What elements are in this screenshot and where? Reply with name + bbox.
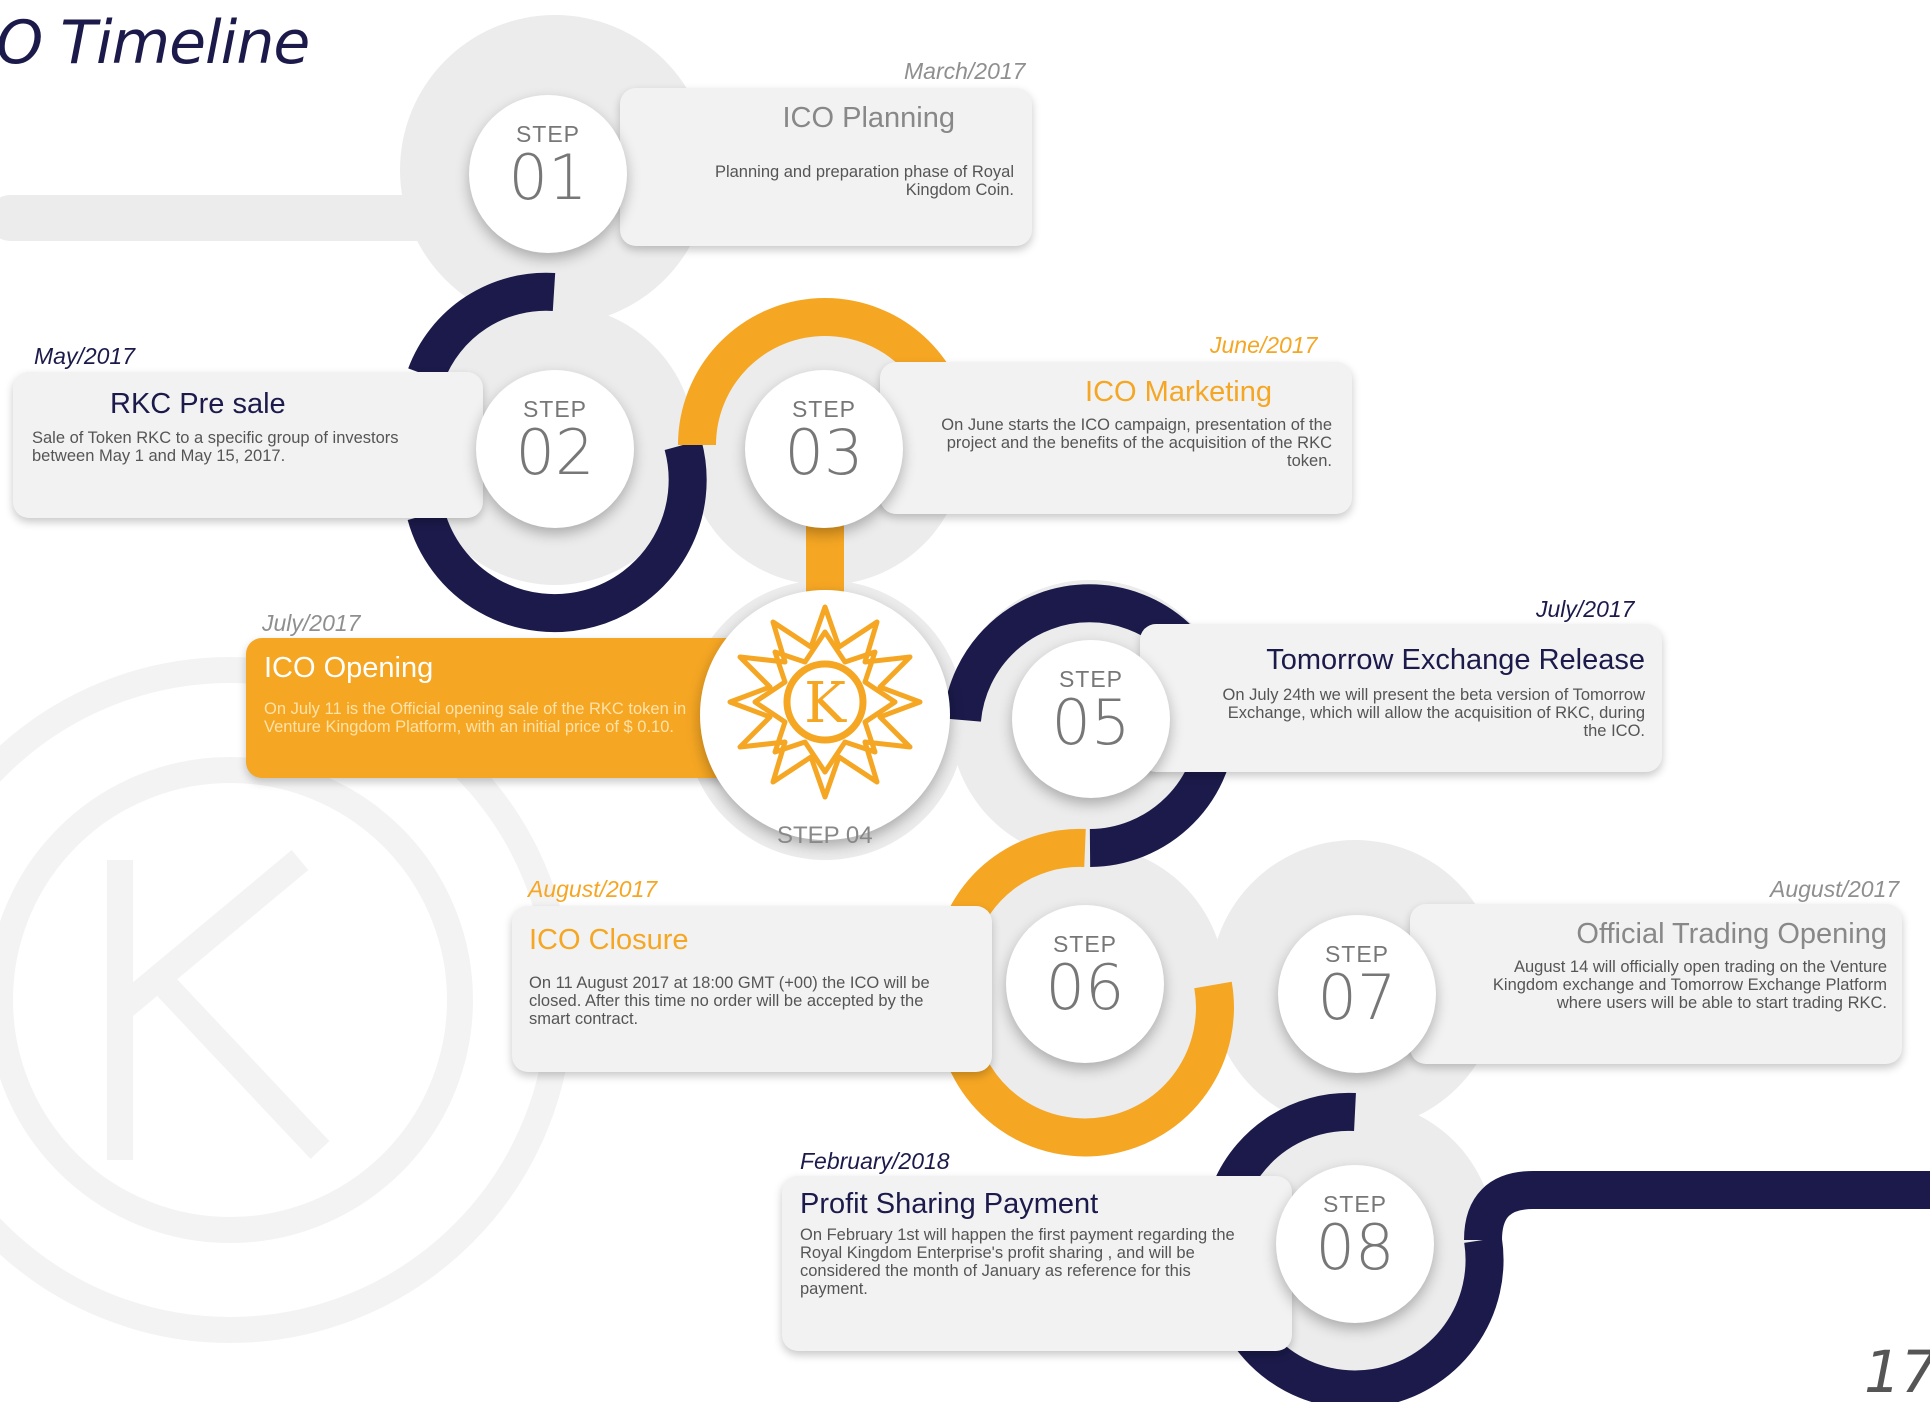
step05-badge: STEP 05 <box>1012 640 1170 798</box>
arc-exit <box>1464 1171 1930 1241</box>
step05-description: On July 24th we will present the beta ve… <box>1222 686 1645 740</box>
step05-number: 05 <box>1051 686 1131 759</box>
step08-card: Profit Sharing Payment On February 1st w… <box>782 1176 1292 1351</box>
step04-card: ICO Opening On July 11 is the Official o… <box>246 638 766 778</box>
step01-card: ICO Planning Planning and preparation ph… <box>620 88 1032 246</box>
step08-badge: STEP 08 <box>1276 1165 1434 1323</box>
step06-title: ICO Closure <box>529 924 689 956</box>
step02-description: Sale of Token RKC to a specific group of… <box>32 429 399 465</box>
step06-badge: STEP 06 <box>1006 905 1164 1063</box>
step05-date: July/2017 <box>1536 596 1635 622</box>
step03-card: ICO Marketing On June starts the ICO cam… <box>880 362 1352 514</box>
step01-description: Planning and preparation phase of Royal … <box>714 163 1014 199</box>
step04-badge: K <box>700 590 950 840</box>
step02-badge: STEP 02 <box>476 370 634 528</box>
step05-title: Tomorrow Exchange Release <box>1266 644 1645 676</box>
step06-date: August/2017 <box>528 876 658 902</box>
step07-card: Official Trading Opening August 14 will … <box>1410 904 1902 1064</box>
step01-label: STEP <box>515 121 581 147</box>
step08-title: Profit Sharing Payment <box>800 1188 1099 1220</box>
step04-description: On July 11 is the Official opening sale … <box>264 700 687 736</box>
step07-number: 07 <box>1317 961 1397 1034</box>
step05-card: Tomorrow Exchange Release On July 24th w… <box>1140 624 1662 772</box>
step03-number: 03 <box>784 416 864 489</box>
step08-number: 08 <box>1315 1211 1395 1284</box>
kingdom-sun-logo-icon: K <box>727 604 923 800</box>
step04-date: July/2017 <box>262 610 361 636</box>
step06-card: ICO Closure On 11 August 2017 at 18:00 G… <box>512 906 992 1072</box>
step03-date: June/2017 <box>1210 332 1318 358</box>
step08-date: February/2018 <box>800 1148 950 1174</box>
step07-title: Official Trading Opening <box>1576 918 1887 950</box>
step07-label: STEP <box>1324 941 1390 967</box>
step08-label: STEP <box>1322 1191 1388 1217</box>
step01-title: ICO Planning <box>782 102 956 134</box>
step02-label: STEP <box>522 396 588 422</box>
step01-number: 01 <box>508 141 588 214</box>
step02-card: RKC Pre sale Sale of Token RKC to a spec… <box>13 372 483 518</box>
step03-label: STEP <box>791 396 857 422</box>
step06-label: STEP <box>1052 931 1118 957</box>
step07-description: August 14 will officially open trading o… <box>1492 958 1887 1012</box>
step03-badge: STEP 03 <box>745 370 903 528</box>
step02-title: RKC Pre sale <box>110 388 286 420</box>
logo-letter: K <box>804 671 847 736</box>
step01-date: March/2017 <box>904 58 1026 84</box>
step02-number: 02 <box>515 416 595 489</box>
page-number: 17 <box>1864 1338 1930 1406</box>
arc-step06-bottom <box>938 981 1234 1157</box>
step08-description: On February 1st will happen the first pa… <box>800 1226 1235 1298</box>
step05-label: STEP <box>1058 666 1124 692</box>
arc-step02-top <box>408 272 556 383</box>
step06-description: On 11 August 2017 at 18:00 GMT (+00) the… <box>529 974 930 1028</box>
step01-badge: STEP 01 <box>469 95 627 253</box>
step03-description: On June starts the ICO campaign, present… <box>941 416 1332 470</box>
arc-step02-bottom <box>407 440 707 633</box>
step06-number: 06 <box>1045 951 1125 1024</box>
step04-label: STEP 04 <box>777 822 873 849</box>
step02-date: May/2017 <box>34 343 136 369</box>
step03-title: ICO Marketing <box>1085 376 1272 408</box>
step07-badge: STEP 07 <box>1278 915 1436 1073</box>
step07-date: August/2017 <box>1770 876 1900 902</box>
page-title: O Timeline <box>0 8 310 78</box>
step04-title: ICO Opening <box>264 652 434 684</box>
